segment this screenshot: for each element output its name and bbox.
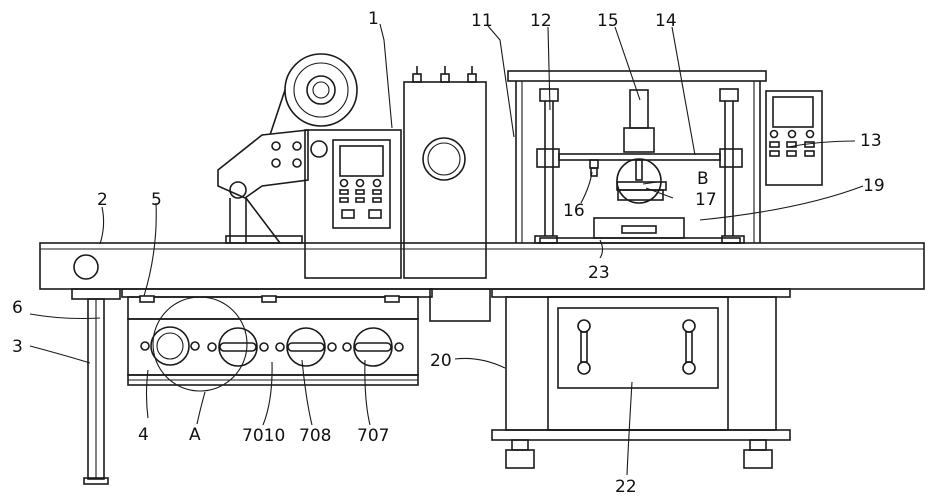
callout-2: 2 — [97, 190, 108, 210]
press-frame — [507, 70, 767, 244]
callout-16: 16 — [563, 201, 585, 221]
callout-19: 19 — [863, 176, 885, 196]
roller-3 — [275, 327, 337, 367]
control-cabinet — [304, 129, 402, 279]
callout-7010: 7010 — [242, 426, 285, 446]
callout-20: 20 — [430, 351, 452, 371]
callout-1: 1 — [368, 9, 379, 29]
callout-labels: 1 11 12 15 14 13 B 19 17 16 23 2 5 6 3 2… — [12, 9, 885, 497]
callout-14: 14 — [655, 11, 677, 31]
film-roll-assembly — [217, 53, 358, 244]
callout-12: 12 — [530, 11, 552, 31]
conveyor-beam — [39, 242, 925, 290]
callout-22: 22 — [615, 477, 637, 497]
roller-left — [140, 326, 200, 366]
callout-23: 23 — [588, 263, 610, 283]
callout-708: 708 — [299, 426, 331, 446]
callout-11: 11 — [471, 11, 493, 31]
callout-a: A — [189, 425, 201, 445]
callout-15: 15 — [597, 11, 619, 31]
right-cabinet — [491, 288, 791, 469]
roller-4 — [342, 327, 404, 367]
callout-3: 3 — [12, 337, 23, 357]
callout-b: B — [697, 169, 709, 189]
callout-5: 5 — [151, 190, 162, 210]
heater-cabinet — [403, 66, 491, 322]
roller-housing — [121, 288, 433, 392]
callout-4: 4 — [138, 425, 149, 445]
detail-circle-a — [152, 296, 248, 392]
callout-6: 6 — [12, 298, 23, 318]
callout-707: 707 — [357, 426, 389, 446]
callout-13: 13 — [860, 131, 882, 151]
callout-17: 17 — [695, 190, 717, 210]
leader-lines — [29, 23, 864, 476]
support-leg — [71, 288, 121, 485]
press-control-panel — [765, 90, 823, 186]
roller-2 — [207, 327, 269, 367]
